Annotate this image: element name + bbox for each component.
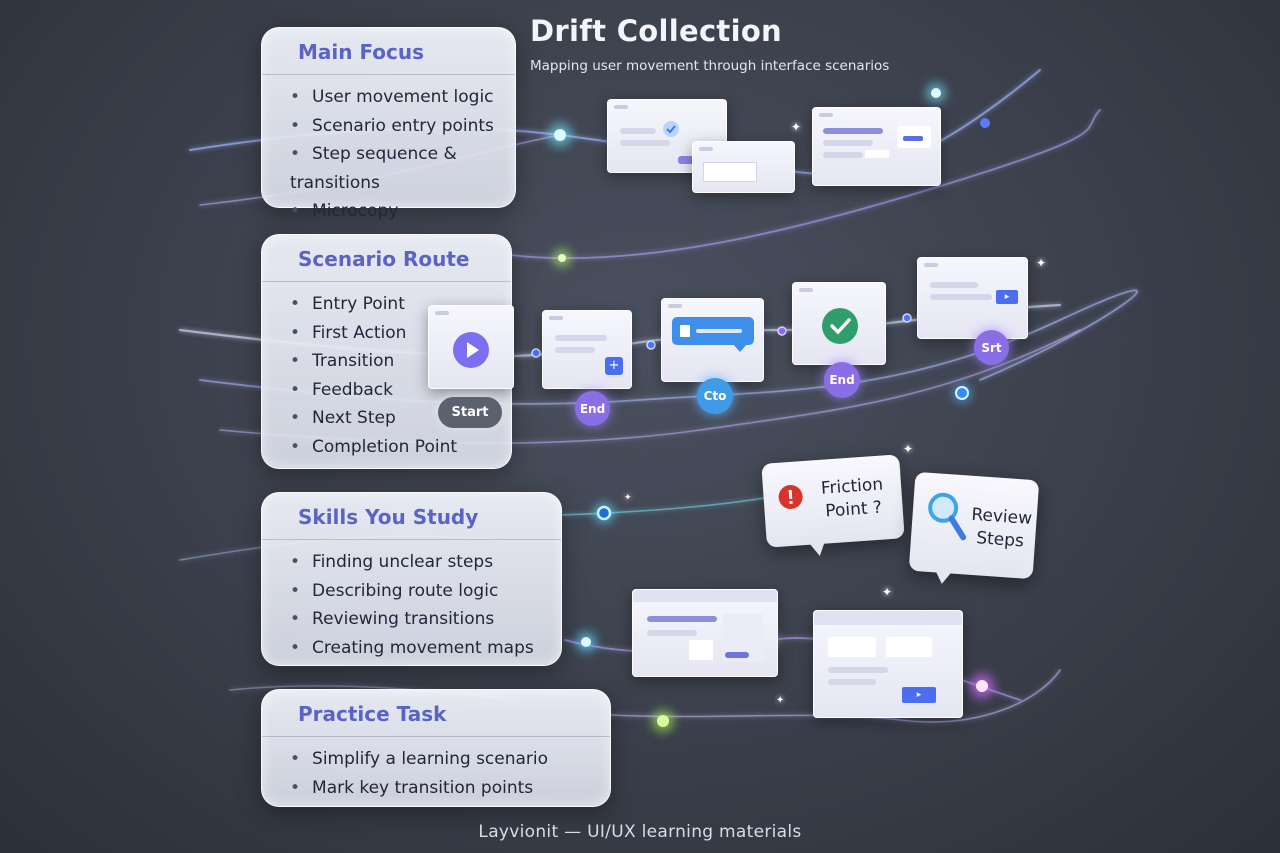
- review-label: Steps: [975, 528, 1025, 552]
- card-heading: Scenario Route: [262, 235, 511, 282]
- check-icon: [663, 121, 679, 137]
- page-title: Drift Collection: [530, 14, 783, 48]
- check-icon: [822, 308, 858, 344]
- card-list: Entry Point First Action Transition Feed…: [262, 290, 511, 461]
- end-node[interactable]: End: [824, 362, 860, 398]
- list-item: Reviewing transitions: [290, 605, 561, 634]
- mockup-window: [792, 282, 886, 365]
- card-list: User movement logic Scenario entry point…: [262, 83, 515, 226]
- alert-icon: [778, 484, 803, 509]
- list-item: Scenario entry points: [290, 112, 515, 141]
- flow-line-10: [609, 669, 1061, 723]
- list-item: Entry Point: [290, 290, 511, 319]
- card-heading: Skills You Study: [262, 493, 561, 540]
- sparkle-icon: ✦: [776, 695, 785, 706]
- list-item: Simplify a learning scenario: [290, 745, 610, 774]
- mockup-window: +: [542, 310, 632, 389]
- list-item: Step sequence & transitions: [290, 140, 515, 197]
- review-callout: Review Steps: [908, 471, 1040, 585]
- mockup-window: ▸: [917, 257, 1028, 339]
- start-node-2[interactable]: Srt: [974, 330, 1009, 365]
- card-list: Finding unclear steps Describing route l…: [262, 548, 561, 662]
- list-item: Describing route logic: [290, 577, 561, 606]
- card-main-focus: Main Focus User movement logic Scenario …: [261, 27, 516, 221]
- list-item: Feedback: [290, 376, 511, 405]
- list-item: Mark key transition points: [290, 774, 610, 803]
- plus-icon[interactable]: +: [605, 357, 623, 375]
- list-item: Transition: [290, 347, 511, 376]
- list-item: First Action: [290, 319, 511, 348]
- card-practice-task: Practice Task Simplify a learning scenar…: [261, 689, 611, 807]
- flow-line-3: [509, 109, 1101, 260]
- mockup-window: ▸: [813, 610, 963, 718]
- card-heading: Main Focus: [262, 28, 515, 75]
- page-subtitle: Mapping user movement through interface …: [530, 58, 890, 74]
- list-item: Creating movement maps: [290, 634, 561, 663]
- list-item: User movement logic: [290, 83, 515, 112]
- arrow-icon[interactable]: ▸: [996, 290, 1018, 304]
- mockup-window-start: [428, 305, 514, 389]
- sparkle-icon: ✦: [791, 120, 802, 134]
- mockup-window: [661, 298, 764, 382]
- arrow-icon[interactable]: ▸: [902, 687, 936, 703]
- mockup-window: [692, 141, 795, 193]
- sparkle-icon: ✦: [1036, 256, 1047, 270]
- mockup-window: [812, 107, 941, 186]
- list-item: Finding unclear steps: [290, 548, 561, 577]
- cta-node[interactable]: Cto: [697, 378, 733, 414]
- end-node[interactable]: End: [575, 391, 610, 426]
- chat-icon: [672, 317, 754, 345]
- card-skills: Skills You Study Finding unclear steps D…: [261, 492, 562, 666]
- magnifier-icon: [928, 492, 967, 541]
- footer-credit: Layvionit — UI/UX learning materials: [478, 822, 802, 842]
- sparkle-icon: ✦: [882, 585, 893, 599]
- mockup-window: [632, 589, 778, 677]
- sparkle-icon: ✦: [624, 493, 632, 503]
- card-list: Simplify a learning scenario Mark key tr…: [262, 745, 610, 802]
- card-heading: Practice Task: [262, 690, 610, 737]
- play-icon[interactable]: [452, 331, 490, 369]
- start-node[interactable]: Start: [438, 397, 502, 428]
- list-item: Microcopy: [290, 197, 515, 226]
- list-item: Next Step: [290, 404, 511, 433]
- sparkle-icon: ✦: [903, 442, 914, 456]
- list-item: Completion Point: [290, 433, 511, 462]
- friction-callout: Friction Point ?: [761, 454, 905, 557]
